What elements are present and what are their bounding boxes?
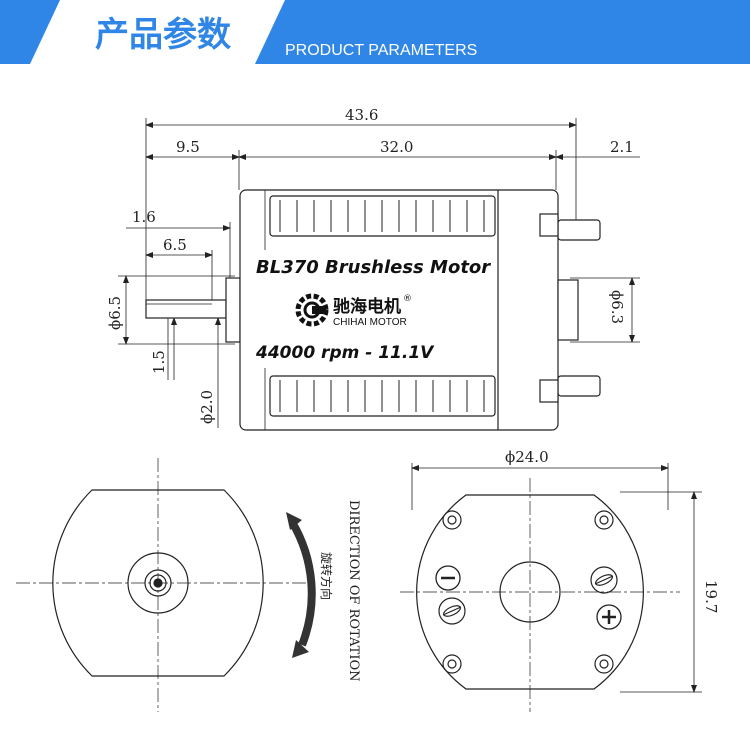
header-title-en: PRODUCT PARAMETERS [285,42,477,59]
mounting-hole [442,510,462,530]
mounting-hole [599,659,609,669]
solder-tab-left [438,597,466,625]
dim-overall-length: 43.6 [345,106,378,124]
motor-model-label: BL370 Brushless Motor [256,257,491,278]
dim-boss-length: 1.6 [132,208,156,226]
motor-spec-label: 44000 rpm - 11.1V [255,343,435,363]
solder-tab-right [590,566,618,594]
terminal-plus [596,604,622,630]
rotation-arrow-icon [288,519,316,647]
rear-terminal-bottom [557,375,601,397]
header-blue-band [255,0,750,64]
dim-body-diameter: ϕ24.0 [505,448,549,466]
rear-terminal-top [557,219,601,241]
front-view [16,458,316,712]
mounting-hole [594,654,614,674]
rear-housing-outline [416,494,644,690]
rotation-label-cn: 旋转方向 [319,552,334,600]
mounting-hole [594,510,614,530]
mounting-hole [442,654,462,674]
dim-flat-depth: 1.5 [150,350,168,374]
brand-name-cn: 驰海电机 [333,296,401,317]
mounting-hole [447,659,457,669]
dim-rear-terminal: 2.1 [610,138,634,156]
rear-view [400,463,702,712]
dim-boss-diameter: ϕ6.5 [106,296,124,330]
brand-name-en: CHIHAI MOTOR [333,317,407,328]
front-housing-outline [52,489,264,677]
rear-boss [557,279,579,341]
rotation-label-en: DIRECTION OF ROTATION [346,500,361,682]
dim-body-length: 32.0 [380,138,413,156]
chihai-logo [295,293,329,327]
header-left-corner [0,0,60,64]
motor-shaft [145,299,227,319]
mounting-holes [442,510,614,674]
front-boss-circle [127,552,189,614]
mounting-hole [599,515,609,525]
header-title-cn: 产品参数 [95,15,231,55]
header-white-tab [30,0,285,64]
dim-shaft-extension: 9.5 [176,138,200,156]
terminal-minus [435,565,461,591]
dim-shaft-diameter: ϕ2.0 [198,390,216,424]
front-boss [225,277,241,343]
dim-rear-boss-diameter: ϕ6.3 [608,290,626,324]
fin-grooves [279,200,485,412]
dim-shaft-flat: 6.5 [163,236,187,254]
registered-mark: ® [403,294,412,304]
header-banner: 产品参数 PRODUCT PARAMETERS [0,0,750,64]
mounting-hole [447,515,457,525]
rear-center-boss [499,561,561,623]
dim-body-height: 19.7 [702,580,720,613]
